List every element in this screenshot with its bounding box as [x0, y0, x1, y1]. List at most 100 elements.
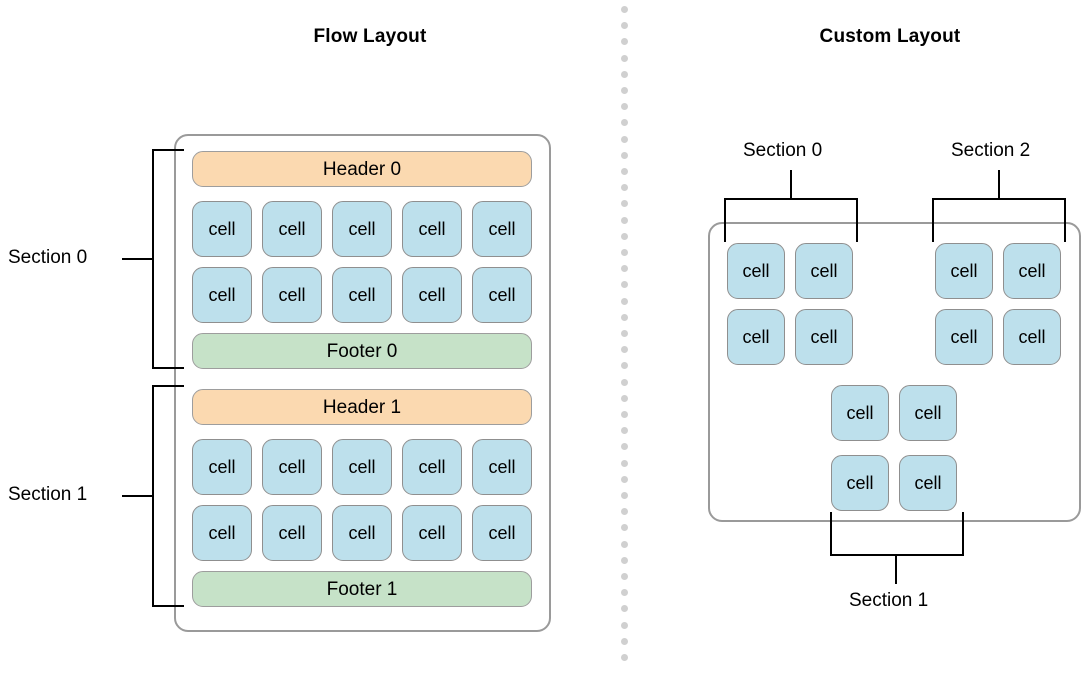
divider-dot	[621, 249, 628, 256]
flow-footer-0: Footer 0	[192, 333, 532, 369]
flow-cell-s0-r0-c0[interactable]: cell	[192, 201, 252, 257]
custom-section0-bracket-left	[724, 198, 726, 242]
divider-dot	[621, 87, 628, 94]
divider-dot	[621, 378, 628, 386]
custom-section1-label: Section 1	[849, 590, 929, 611]
divider-dot	[621, 556, 628, 564]
section0-bracket-top	[152, 149, 184, 151]
custom-section1-bracket-stem	[895, 554, 897, 584]
custom-section0-bracket-right	[856, 198, 858, 242]
divider-dot	[621, 135, 628, 143]
custom-cell-s1-r0-c1[interactable]: cell	[899, 385, 957, 441]
custom-cell-s2-r0-c0[interactable]: cell	[935, 243, 993, 299]
divider-dot	[621, 362, 628, 370]
section1-bracket-top	[152, 385, 184, 387]
flow-cell-s0-r0-c3[interactable]: cell	[402, 201, 462, 257]
flow-cell-s1-r1-c3[interactable]: cell	[402, 505, 462, 561]
divider-dot	[621, 200, 628, 208]
custom-cell-s2-r1-c0[interactable]: cell	[935, 309, 993, 365]
divider-dot	[621, 119, 628, 127]
custom-section1-bracket-right	[962, 512, 964, 556]
divider-dot	[621, 330, 628, 337]
divider-dot	[621, 265, 628, 273]
flow-cell-s0-r1-c2[interactable]: cell	[332, 267, 392, 323]
custom-cell-s1-r1-c1[interactable]: cell	[899, 455, 957, 511]
divider-dot	[621, 38, 628, 46]
section1-bracket-stem	[122, 495, 154, 497]
section1-bracket-bottom	[152, 605, 184, 607]
divider-dot	[621, 281, 628, 289]
divider-dot	[621, 621, 628, 629]
custom-cell-s0-r0-c1[interactable]: cell	[795, 243, 853, 299]
divider-dot	[621, 637, 628, 645]
custom-cell-s2-r1-c1[interactable]: cell	[1003, 309, 1061, 365]
custom-layout-title: Custom Layout	[819, 26, 961, 47]
flow-layout-title: Flow Layout	[313, 26, 427, 47]
divider-dot	[621, 346, 628, 354]
divider-dot	[621, 151, 628, 159]
divider-dot	[621, 54, 628, 62]
custom-section1-bracket-left	[830, 512, 832, 556]
divider-dot	[621, 70, 628, 78]
divider-dot	[621, 184, 628, 192]
divider-dot	[621, 103, 628, 111]
flow-cell-s1-r0-c4[interactable]: cell	[472, 439, 532, 495]
vertical-dotted-divider	[621, 6, 628, 670]
divider-dot	[621, 394, 628, 402]
flow-header-0: Header 0	[192, 151, 532, 187]
flow-cell-s1-r0-c2[interactable]: cell	[332, 439, 392, 495]
flow-cell-s0-r0-c2[interactable]: cell	[332, 201, 392, 257]
flow-cell-s0-r1-c4[interactable]: cell	[472, 267, 532, 323]
custom-cell-s0-r1-c0[interactable]: cell	[727, 309, 785, 365]
divider-dot	[621, 492, 628, 499]
custom-section0-bracket-stem	[790, 170, 792, 200]
flow-cell-s1-r0-c1[interactable]: cell	[262, 439, 322, 495]
divider-dot	[621, 6, 628, 13]
flow-header-1: Header 1	[192, 389, 532, 425]
divider-dot	[621, 475, 628, 483]
divider-dot	[621, 589, 628, 597]
divider-dot	[621, 168, 628, 175]
flow-cell-s0-r1-c1[interactable]: cell	[262, 267, 322, 323]
custom-cell-s0-r0-c0[interactable]: cell	[727, 243, 785, 299]
custom-cell-s2-r0-c1[interactable]: cell	[1003, 243, 1061, 299]
divider-dot	[621, 524, 628, 532]
flow-cell-s1-r1-c1[interactable]: cell	[262, 505, 322, 561]
divider-dot	[621, 427, 628, 435]
divider-dot	[621, 411, 628, 418]
flow-cell-s1-r1-c4[interactable]: cell	[472, 505, 532, 561]
flow-cell-s0-r1-c3[interactable]: cell	[402, 267, 462, 323]
flow-cell-s0-r0-c4[interactable]: cell	[472, 201, 532, 257]
divider-dot	[621, 313, 628, 321]
divider-dot	[621, 654, 628, 661]
flow-cell-s1-r0-c3[interactable]: cell	[402, 439, 462, 495]
flow-section0-label: Section 0	[8, 247, 88, 268]
divider-dot	[621, 459, 628, 467]
flow-section1-label: Section 1	[8, 484, 88, 505]
custom-cell-s0-r1-c1[interactable]: cell	[795, 309, 853, 365]
divider-dot	[621, 22, 628, 30]
divider-dot	[621, 443, 628, 451]
divider-dot	[621, 508, 628, 516]
custom-cell-s1-r1-c0[interactable]: cell	[831, 455, 889, 511]
custom-section2-bracket-left	[932, 198, 934, 242]
divider-dot	[621, 232, 628, 240]
flow-cell-s1-r1-c2[interactable]: cell	[332, 505, 392, 561]
flow-footer-1: Footer 1	[192, 571, 532, 607]
section0-bracket-stem	[122, 258, 154, 260]
divider-dot	[621, 540, 628, 548]
custom-section2-label: Section 2	[951, 140, 1031, 161]
divider-dot	[621, 297, 628, 305]
flow-cell-s1-r0-c0[interactable]: cell	[192, 439, 252, 495]
flow-cell-s1-r1-c0[interactable]: cell	[192, 505, 252, 561]
custom-section2-bracket-stem	[998, 170, 1000, 200]
flow-cell-s0-r0-c1[interactable]: cell	[262, 201, 322, 257]
divider-dot	[621, 573, 628, 580]
custom-section2-bracket-right	[1064, 198, 1066, 242]
divider-dot	[621, 216, 628, 224]
custom-section0-label: Section 0	[743, 140, 823, 161]
custom-cell-s1-r0-c0[interactable]: cell	[831, 385, 889, 441]
custom-section1-bracket-bar	[830, 554, 964, 556]
flow-cell-s0-r1-c0[interactable]: cell	[192, 267, 252, 323]
divider-dot	[621, 605, 628, 613]
